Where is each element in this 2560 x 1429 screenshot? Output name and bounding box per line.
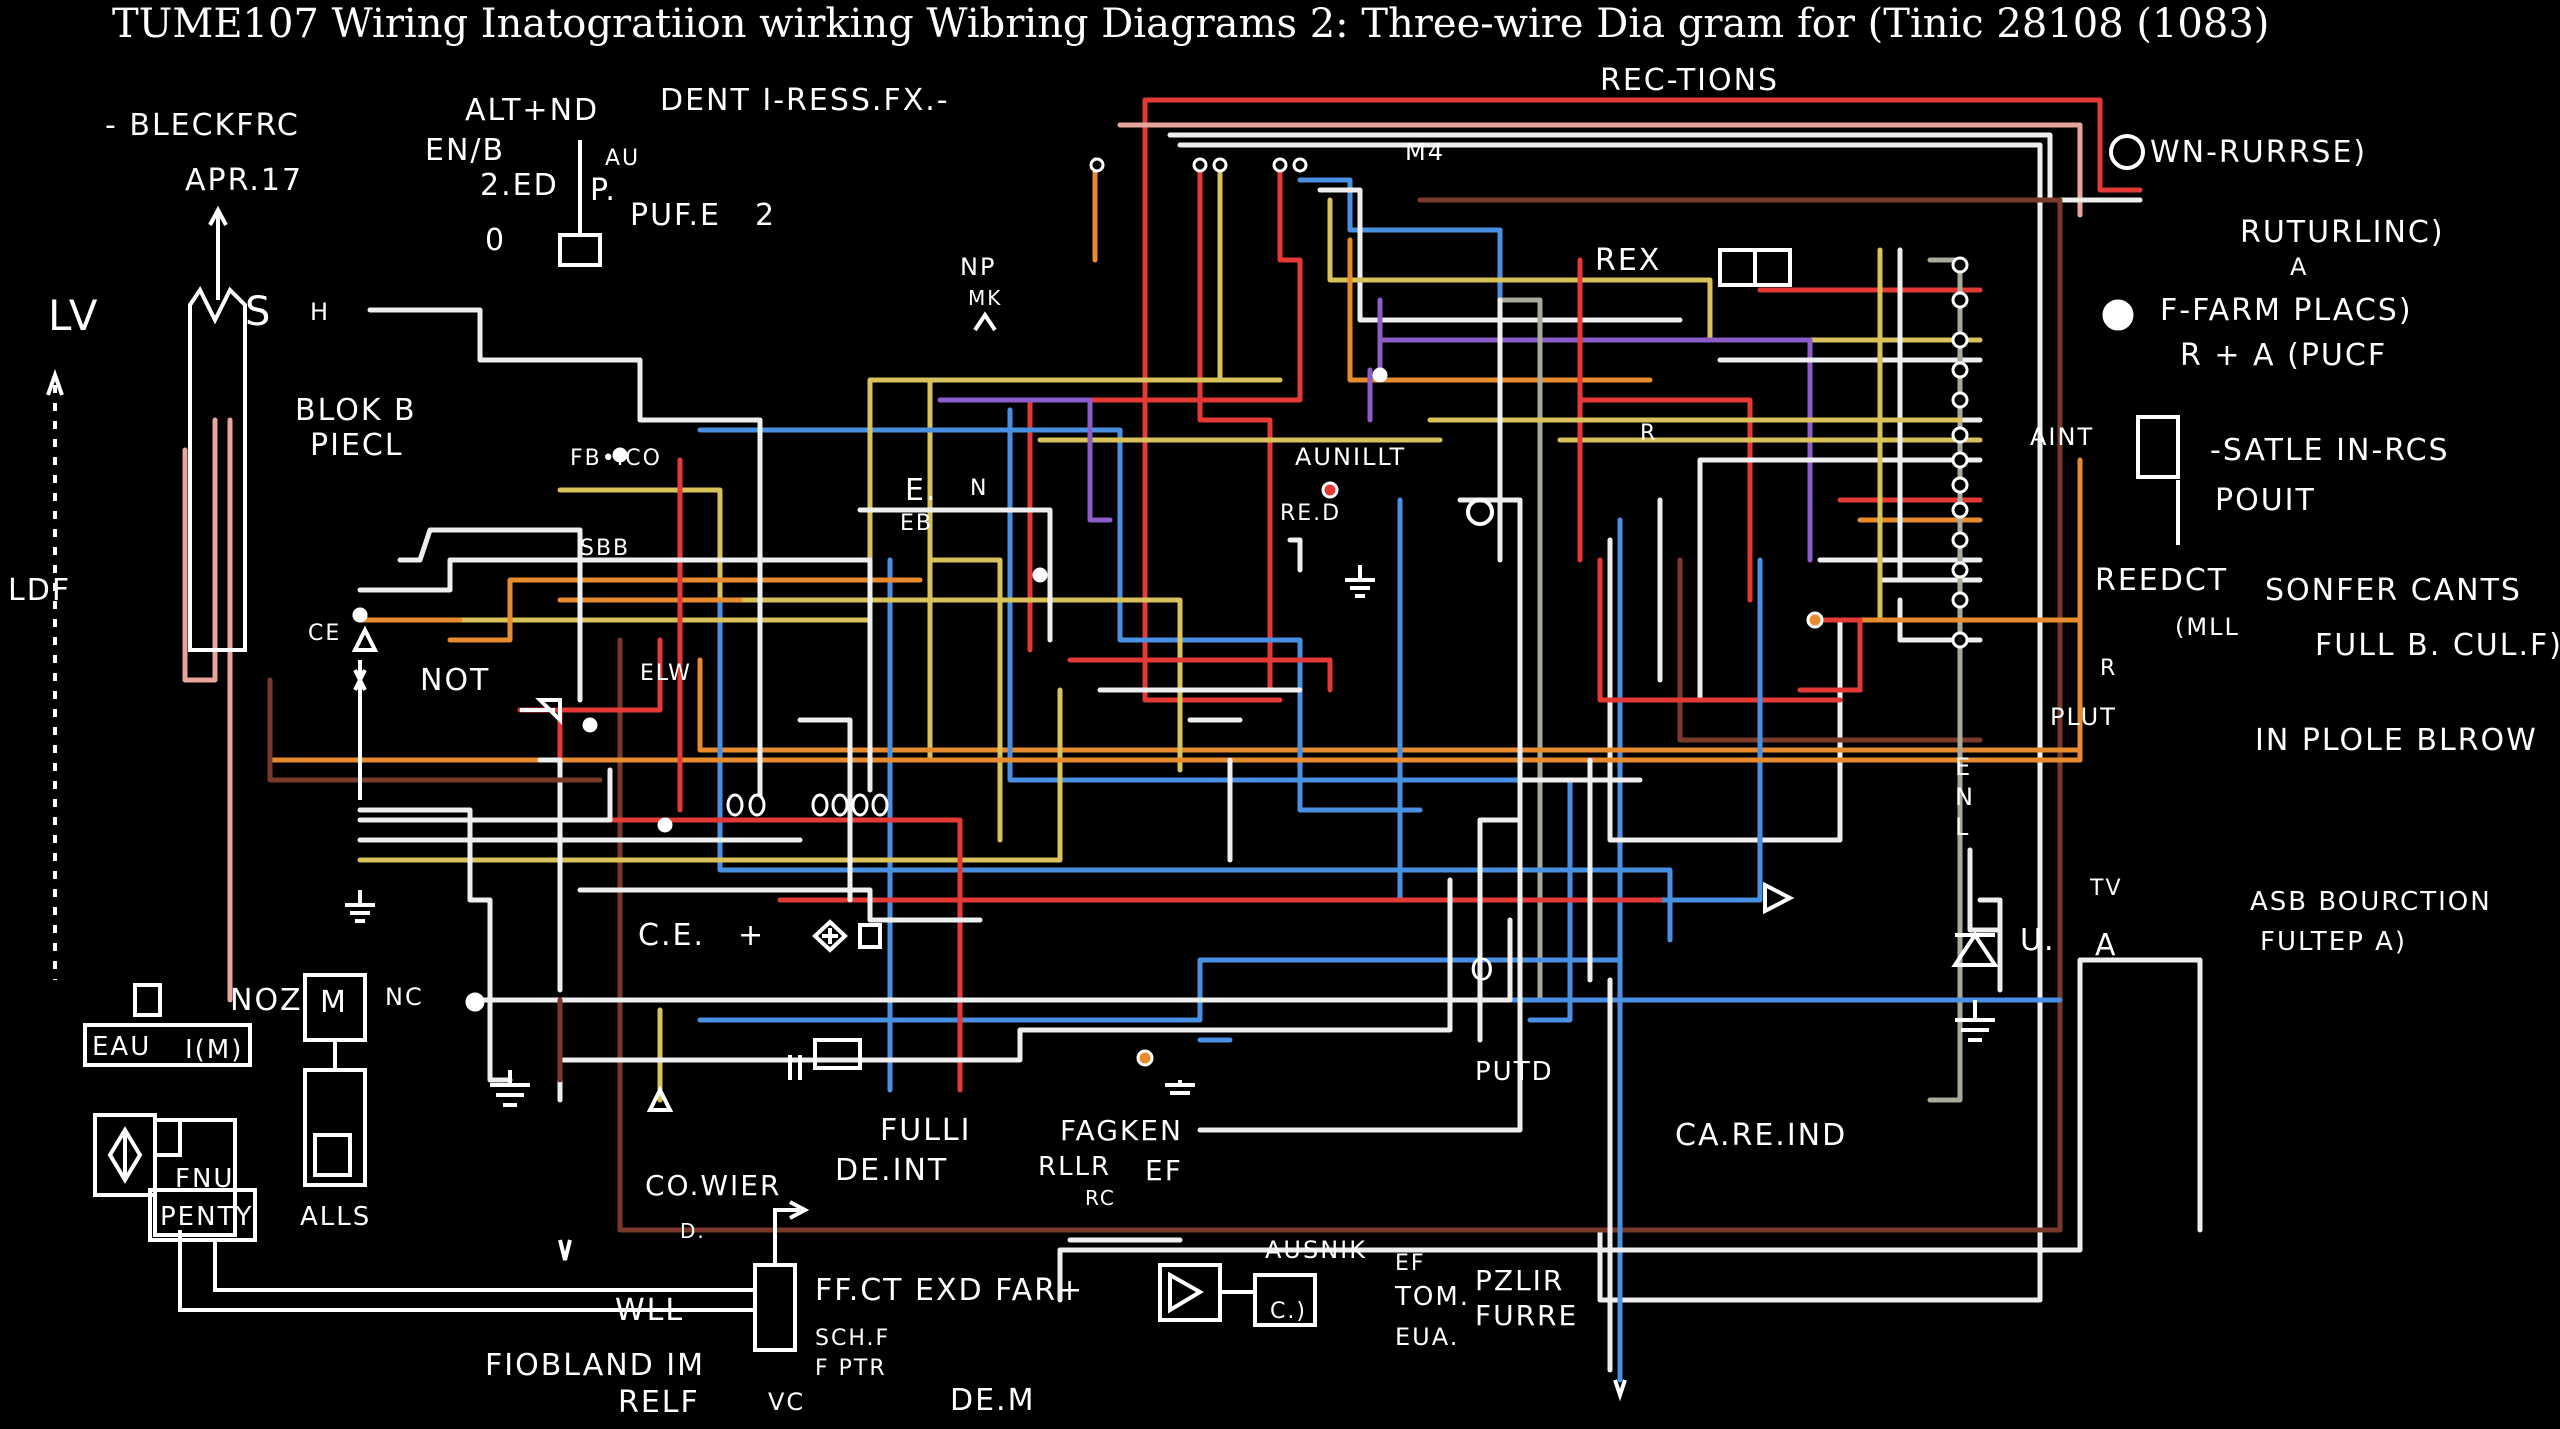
label-aint: AINT (2030, 423, 2094, 451)
label-de-int: DE.INT (835, 1153, 948, 1188)
label-a-top: A (2290, 253, 2308, 281)
label-alt-nd: ALT+ND (465, 93, 599, 128)
label-lv: LV (48, 291, 100, 340)
label-putd: PUTD (1475, 1057, 1554, 1087)
label-e-vert: E (1955, 753, 1972, 781)
label-penty: PENTY (160, 1202, 253, 1232)
label-furre: FURRE (1475, 1299, 1578, 1332)
label-f-farm: F-FARM PLACS) (2160, 293, 2413, 328)
label-tom: TOM. (1394, 1282, 1470, 1312)
label-im: I(M) (185, 1035, 243, 1065)
label-alls: ALLS (300, 1202, 371, 1232)
label-h: H (310, 298, 330, 326)
label-m4: M4 (1405, 138, 1445, 166)
label-np: NP (960, 253, 996, 281)
label-ldf: LDF (8, 573, 71, 608)
label-fiobland: FIOBLAND IM (485, 1348, 705, 1383)
label-ca-re-ind: CA.RE.IND (1675, 1118, 1847, 1153)
label-o: O (1470, 953, 1496, 988)
right-terminal-strip (1951, 256, 1969, 649)
label-sonfer: SONFER CANTS (2265, 573, 2522, 608)
label-bleckfrc: - BLECKFRC (105, 108, 300, 143)
label-u: U. (2020, 923, 2056, 958)
label-blok-b: BLOK B (295, 393, 417, 428)
label-m-box: M (320, 985, 348, 1020)
label-d-small: D. (680, 1219, 706, 1243)
label-ef: EF (1145, 1154, 1183, 1187)
label-sbb: SBB (580, 536, 630, 561)
label-pouit: POUIT (2215, 483, 2316, 518)
label-piecl: PIECL (310, 428, 404, 463)
label-relf: RELF (618, 1385, 700, 1420)
label-fnu: FNU (175, 1164, 234, 1194)
wires (182, 97, 2203, 1383)
label-n-vert: N (1955, 783, 1975, 811)
label-en-b: EN/B (425, 133, 505, 168)
label-au: AU (605, 146, 640, 171)
label-full-b: FULL B. CUL.F) (2315, 628, 2560, 663)
labels: REC-TIONS - BLECKFRC APR.17 ALT+ND EN/B … (8, 63, 2560, 1420)
label-ef2: EF (1395, 1251, 1426, 1276)
label-nc: NC (385, 983, 424, 1011)
label-mll: (MLL (2175, 613, 2240, 641)
label-eb: EB (900, 511, 933, 536)
label-ausnik: AUSNIK (1265, 1236, 1367, 1264)
label-pzlir: PZLIR (1475, 1264, 1564, 1297)
label-rutur-linc: RUTURLINC) (2240, 215, 2445, 250)
label-2: 2 (755, 198, 776, 233)
label-p: P. (590, 173, 617, 208)
label-fulli: FULLI (880, 1113, 972, 1148)
label-l-vert: L (1955, 813, 1970, 841)
label-r-a-puc: R + A (PUCF (2180, 338, 2387, 373)
label-fb-ico: FB•ICO (570, 446, 662, 471)
label-ffct: FF.CT EXD FAR+ (815, 1273, 1084, 1308)
diagram-title: TUME107 Wiring Inatogratiion wirking Wib… (112, 1, 2269, 47)
label-in-plole: IN PLOLE BLROW (2255, 723, 2538, 758)
label-ce-mid: C.E. (638, 918, 705, 953)
label-auniltt: AUNILLT (1295, 443, 1406, 471)
label-eau: EAU (92, 1032, 151, 1062)
label-plus: + (738, 918, 765, 953)
label-apr17: APR.17 (185, 163, 303, 198)
label-2-ed: 2.ED (480, 168, 559, 203)
label-rec-tions: REC-TIONS (1600, 63, 1779, 98)
label-r-right: R (2100, 656, 2117, 681)
label-reedct: REEDCT (2095, 563, 2228, 598)
label-a-right: A (2095, 928, 2118, 963)
label-re-d: RE.D (1280, 501, 1341, 526)
label-mk: MK (968, 286, 1002, 310)
label-elw: ELW (640, 661, 692, 686)
label-plut: PLUT (2050, 703, 2117, 731)
label-r-small: R (1640, 421, 1657, 446)
label-zero: 0 (485, 223, 506, 258)
label-ce-left: CE (308, 621, 341, 646)
label-schf: SCH.F (815, 1326, 890, 1351)
label-dem: DE.M (950, 1383, 1035, 1418)
label-eua: EUA. (1395, 1323, 1459, 1351)
label-n: N (970, 476, 988, 501)
label-fultep: FULTEP A) (2260, 927, 2407, 957)
label-noz: NOZ (230, 983, 303, 1018)
label-fagken: FAGKEN (1060, 1114, 1183, 1147)
label-wn-rurrse: WN-RURRSE) (2150, 135, 2367, 170)
label-rex: REX (1595, 243, 1661, 278)
label-e: E. (905, 473, 938, 508)
label-rc: RC (1085, 1186, 1116, 1210)
label-co-wier: CO.WIER (645, 1169, 781, 1202)
components (46, 134, 2180, 1402)
label-asb: ASB BOURCTION (2250, 887, 2492, 917)
label-satle-in: -SATLE IN-RCS (2210, 433, 2450, 468)
label-s: S (245, 289, 272, 335)
label-c-box: C.) (1270, 1299, 1307, 1324)
label-wll: WLL (615, 1293, 684, 1328)
label-fptr: F PTR (815, 1356, 887, 1381)
label-dent-ress: DENT I-RESS.FX.- (660, 83, 950, 118)
label-not: NOT (420, 663, 490, 698)
label-vc: VC (768, 1388, 805, 1416)
label-tv: TV (2089, 876, 2123, 901)
label-rllr: RLLR (1038, 1152, 1111, 1182)
label-puf-e: PUF.E (630, 198, 721, 233)
